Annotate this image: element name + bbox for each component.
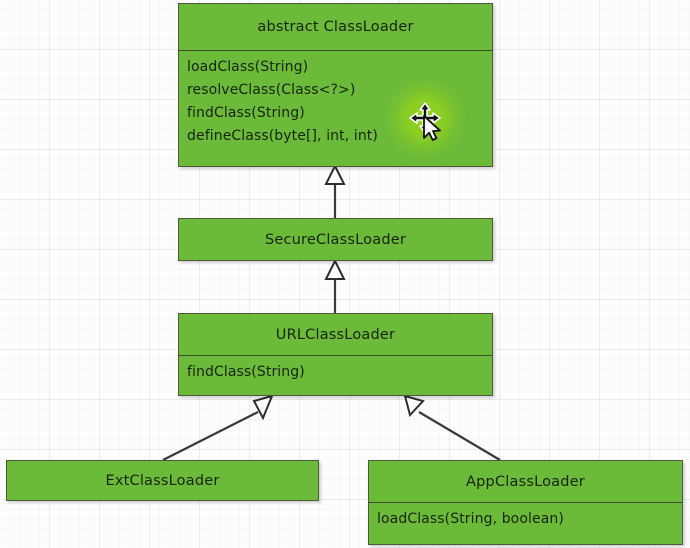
edge-extclassloader-to-urlclassloader — [162, 394, 274, 461]
class-title-secureclassloader: SecureClassLoader — [264, 231, 407, 248]
class-member: loadClass(String) — [187, 59, 309, 75]
class-node-title-band: AppClassLoader — [369, 461, 682, 503]
class-title-extclassloader: ExtClassLoader — [105, 472, 220, 489]
class-node-appclassloader[interactable]: AppClassLoader loadClass(String, boolean… — [368, 460, 683, 545]
class-member: defineClass(byte[], int, int) — [187, 128, 378, 144]
class-member: findClass(String) — [187, 364, 305, 380]
class-node-urlclassloader[interactable]: URLClassLoader findClass(String) — [178, 313, 493, 396]
edge-appclassloader-to-urlclassloader — [403, 394, 501, 461]
class-node-classloader[interactable]: abstract ClassLoader loadClass(String) r… — [178, 3, 493, 167]
class-member: resolveClass(Class<?>) — [187, 82, 356, 98]
edge-secureclassloader-to-classloader — [324, 163, 346, 218]
class-title-urlclassloader: URLClassLoader — [275, 326, 396, 343]
class-node-extclassloader[interactable]: ExtClassLoader — [6, 460, 319, 501]
class-title-appclassloader: AppClassLoader — [466, 473, 585, 490]
edge-urlclassloader-to-secureclassloader — [324, 258, 346, 313]
class-member: findClass(String) — [187, 105, 305, 121]
class-node-secureclassloader[interactable]: SecureClassLoader — [178, 218, 493, 261]
class-members-urlclassloader: findClass(String) — [179, 356, 492, 388]
class-node-title-band: URLClassLoader — [179, 314, 492, 356]
class-title-classloader: abstract ClassLoader — [257, 19, 414, 35]
class-node-title-band: abstract ClassLoader — [179, 4, 492, 51]
class-member: loadClass(String, boolean) — [377, 511, 564, 527]
class-members-appclassloader: loadClass(String, boolean) — [369, 503, 682, 535]
class-members-classloader: loadClass(String) resolveClass(Class<?>)… — [179, 51, 492, 152]
